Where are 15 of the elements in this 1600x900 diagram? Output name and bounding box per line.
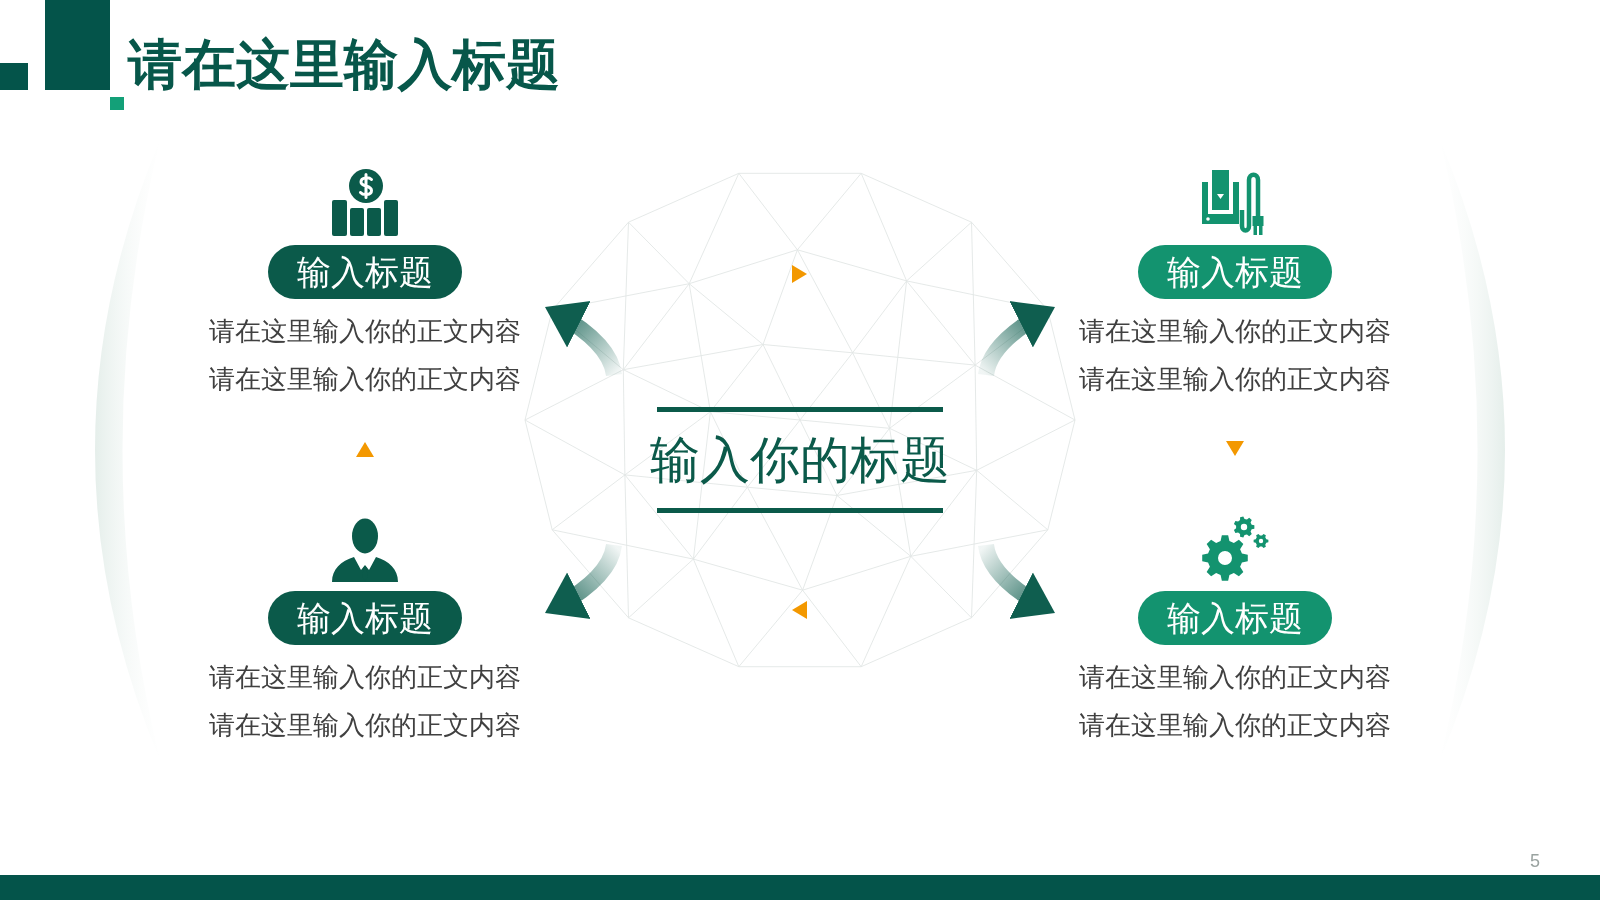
body-text: 请在这里输入你的正文内容 — [209, 661, 521, 693]
body-text: 请在这里输入你的正文内容 — [1079, 661, 1391, 693]
page-title: 请在这里输入标题 — [128, 33, 560, 96]
body-text: 请在这里输入你的正文内容 — [209, 363, 521, 395]
heading-pill: 输入标题 — [268, 591, 462, 645]
body-text: 请在这里输入你的正文内容 — [209, 709, 521, 741]
heading-pill: 输入标题 — [1138, 245, 1332, 299]
heading-pill: 输入标题 — [268, 245, 462, 299]
heading-pill: 输入标题 — [1138, 591, 1332, 645]
body-text: 请在这里输入你的正文内容 — [1079, 315, 1391, 347]
body-text: 请在这里输入你的正文内容 — [209, 315, 521, 347]
body-text: 请在这里输入你的正文内容 — [1079, 363, 1391, 395]
center-title: 输入你的标题 — [650, 431, 950, 490]
body-text: 请在这里输入你的正文内容 — [1079, 709, 1391, 741]
page-number: 5 — [1530, 850, 1540, 872]
